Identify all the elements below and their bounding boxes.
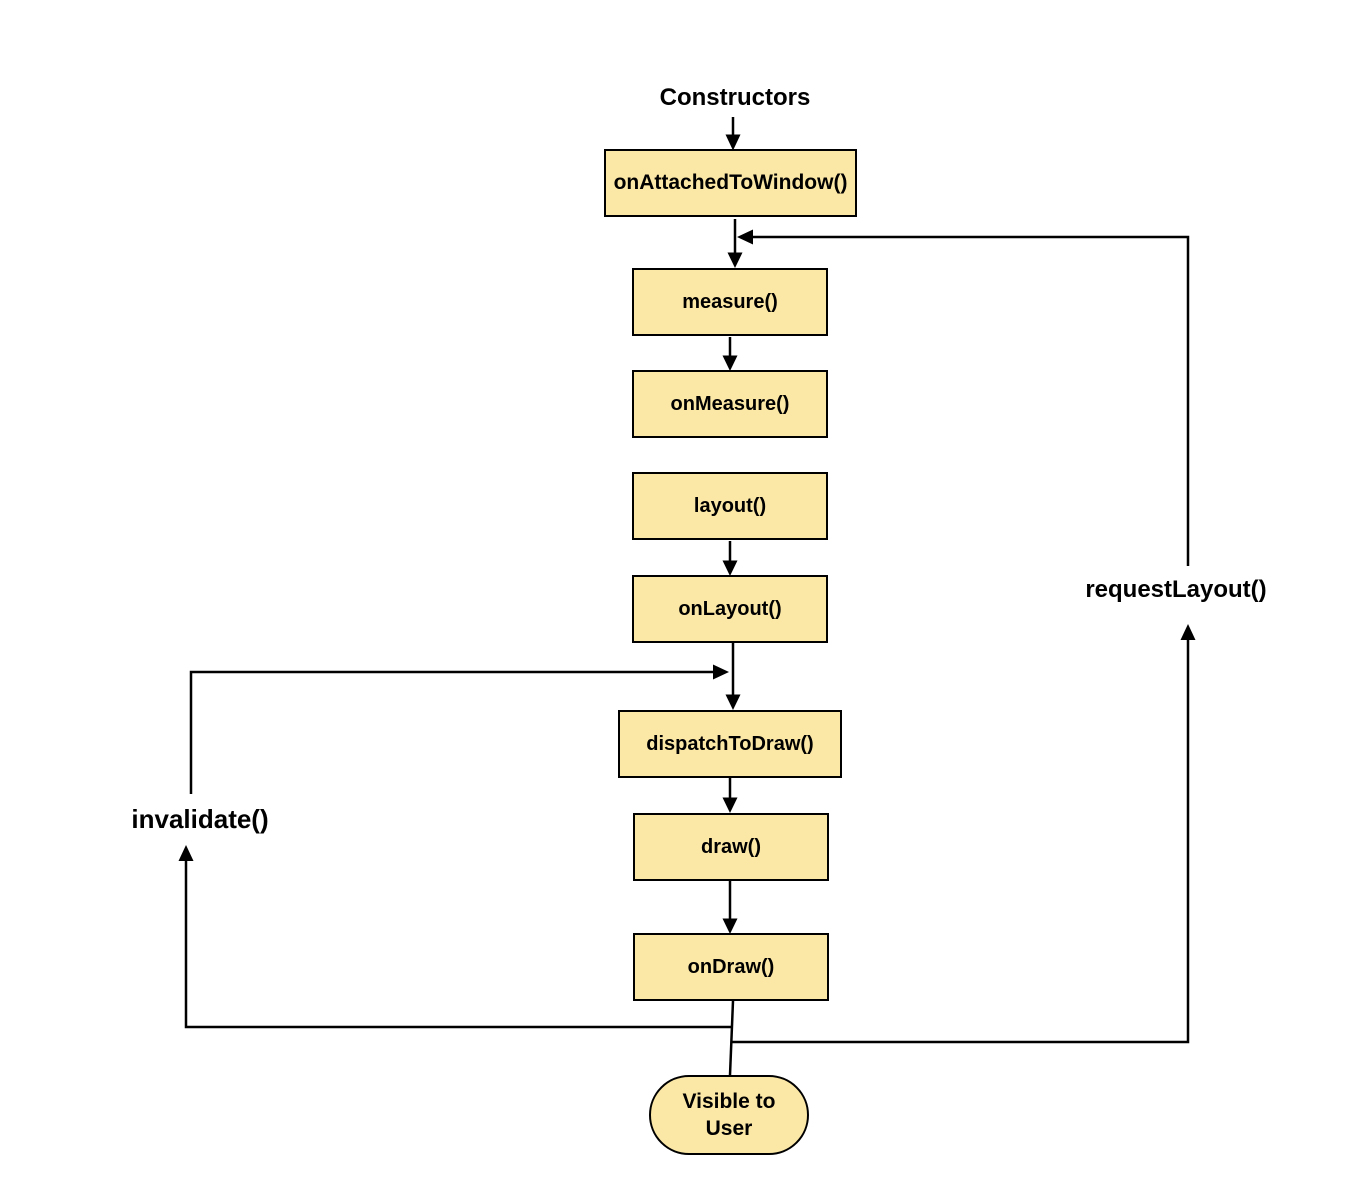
node-label: layout() [693,495,767,517]
edge-ondraw-to-invalidate [178,845,732,1029]
node-label: measure() [682,291,778,313]
constructors-label: Constructors [659,84,811,111]
node-label: onAttachedToWindow() [613,171,848,195]
invalidate-label: invalidate() [131,804,269,834]
edge-onattachedtowindow-to-measure [727,219,743,268]
node-ondraw: onDraw() [633,933,829,1001]
edge-onlayout-to-dispatchtodraw [725,643,741,710]
edge-invalidate-return [189,664,729,794]
node-layout: layout() [632,472,828,540]
edge-constructors-to-onattachedtowindow [725,117,741,151]
edge-ondraw-to-requestlayout [731,624,1196,1044]
node-label: dispatchToDraw() [646,733,814,755]
edge-dispatchtodraw-to-draw [722,778,738,813]
edge-layout-to-onlayout [722,541,738,576]
node-visibletouser: Visible to User [649,1075,809,1155]
edge-measure-to-onmeasure [722,337,738,371]
node-onlayout: onLayout() [632,575,828,643]
edge-draw-to-ondraw [722,881,738,934]
node-draw: draw() [633,813,829,881]
node-label: Visible to User [682,1089,776,1140]
edge-requestlayout-return [737,229,1190,566]
node-label: onLayout() [678,598,782,620]
edge-ondraw-to-visibletouser [728,1000,735,1076]
node-onmeasure: onMeasure() [632,370,828,438]
node-label: onMeasure() [670,393,790,415]
requestlayout-label: requestLayout() [1085,576,1267,603]
node-label: draw() [701,836,761,858]
node-dispatchtodraw: dispatchToDraw() [618,710,842,778]
node-label: onDraw() [687,956,775,978]
node-onattachedtowindow: onAttachedToWindow() [604,149,857,217]
node-measure: measure() [632,268,828,336]
